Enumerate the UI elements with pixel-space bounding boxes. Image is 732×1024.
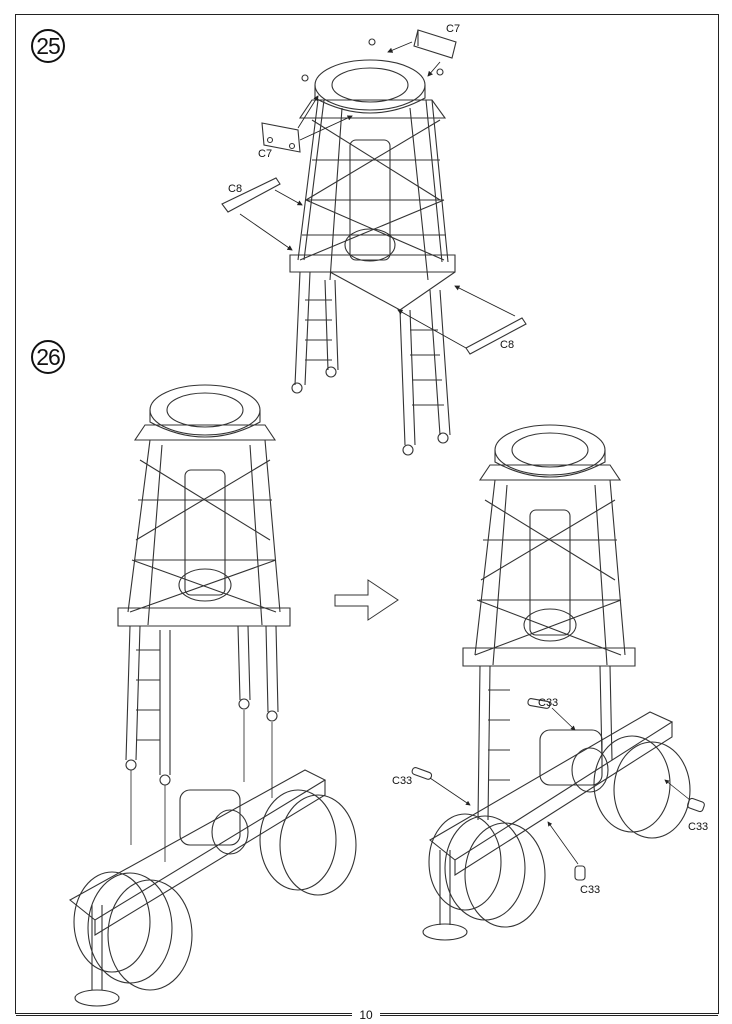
part-label-c8-left: C8: [228, 183, 243, 195]
part-label-c33-bottom: C33: [580, 884, 601, 896]
step-26-marker: 26: [31, 340, 65, 374]
step-25-parts: [221, 29, 527, 355]
step-25-number: 25: [36, 32, 61, 59]
step-26-right-arrows: [429, 707, 691, 865]
part-label-c7-top: C7: [446, 23, 461, 35]
page-number: 10: [352, 1008, 380, 1022]
step-26-left-assembly: [69, 384, 357, 1007]
step-26-right-assembly: [411, 424, 705, 941]
footer-rule-right: [380, 1015, 718, 1016]
step-26-left-guides: [130, 710, 273, 862]
step-26-transition-arrow: [334, 579, 399, 621]
step-25-marker: 25: [31, 29, 65, 63]
part-label-c33-left: C33: [392, 775, 413, 787]
step-25-arrows: [239, 41, 516, 349]
part-label-c8-right: C8: [500, 339, 515, 351]
footer-rule-left: [16, 1015, 352, 1016]
part-label-c33-right: C33: [688, 821, 709, 833]
step-26-number: 26: [36, 343, 61, 370]
part-label-c7-left: C7: [258, 148, 273, 160]
part-label-c33-top: C33: [538, 697, 559, 709]
step-25-tower: [289, 38, 456, 456]
